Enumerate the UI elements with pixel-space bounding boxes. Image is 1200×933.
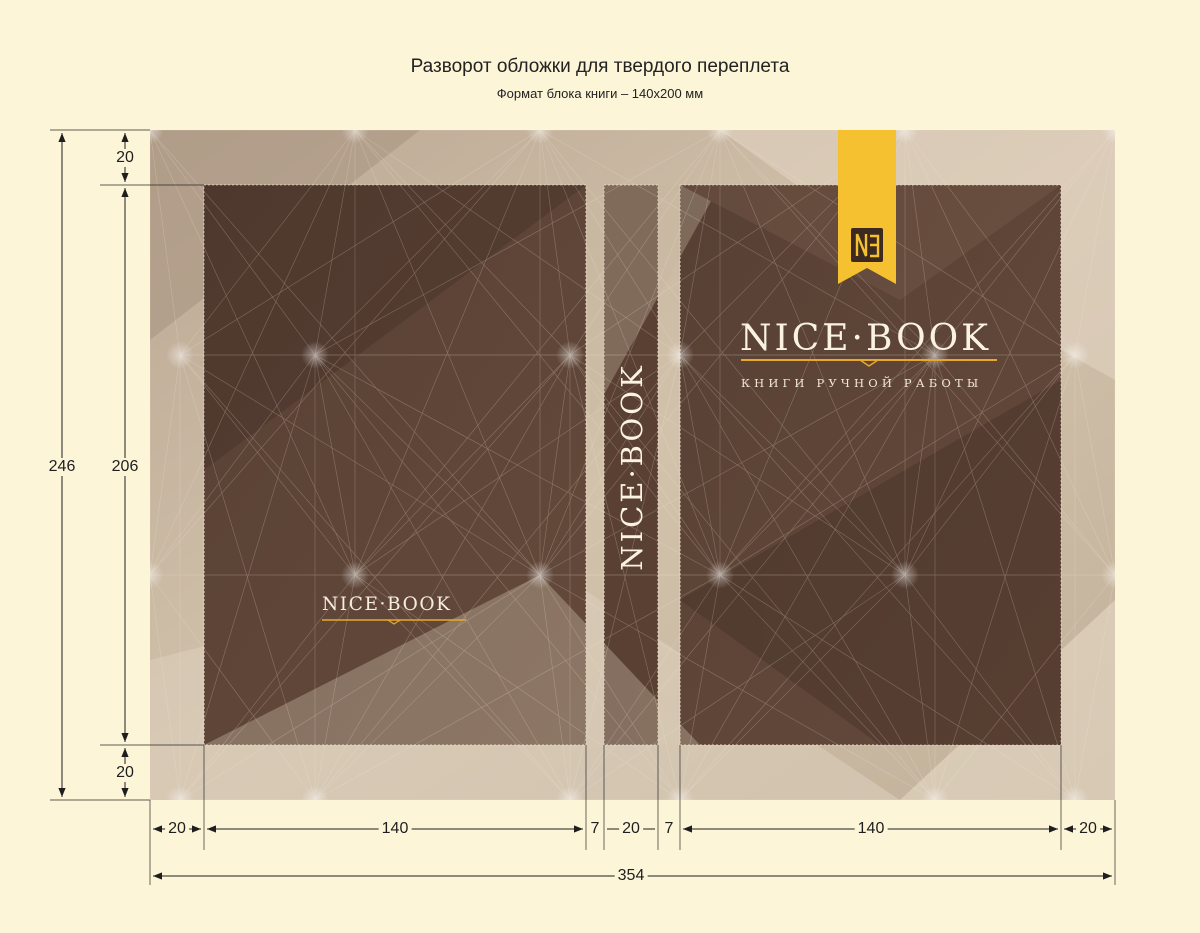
dim-label-back-cover: 140 [378,820,412,838]
subtitle: Формат блока книги – 140х200 мм [496,86,704,101]
dim-label-left-margin: 20 [165,820,189,838]
dim-label-bottom-margin: 20 [113,764,137,782]
back-logo-underline [322,619,466,625]
back-cover-brand: NICE·BOOK [322,594,452,615]
dim-label-right-margin: 20 [1076,820,1100,838]
dim-label-total-width: 354 [614,867,648,885]
front-cover-brand: NICE·BOOK [740,318,992,359]
title: Разворот обложки для твердого переплета [410,56,790,77]
dim-label-right-gap: 7 [664,820,674,838]
dim-label-spine: 20 [619,820,643,838]
back-cover-panel [203,184,587,746]
book-monogram-icon [851,228,883,262]
dim-label-left-gap: 7 [590,820,600,838]
front-cover-tagline: КНИГИ РУЧНОЙ РАБОТЫ [741,376,983,390]
dim-label-inner-height: 206 [108,458,142,476]
dim-label-top-margin: 20 [113,149,137,167]
dim-label-front-cover: 140 [854,820,888,838]
ribbon-bookmark [838,130,896,284]
front-cover-panel [679,184,1062,746]
dim-label-total-height: 246 [45,458,79,476]
front-logo-underline [741,359,997,367]
spine-brand: NICE·BOOK [615,363,649,571]
spine-panel [603,184,659,746]
geometric-line-pattern [150,130,1115,800]
